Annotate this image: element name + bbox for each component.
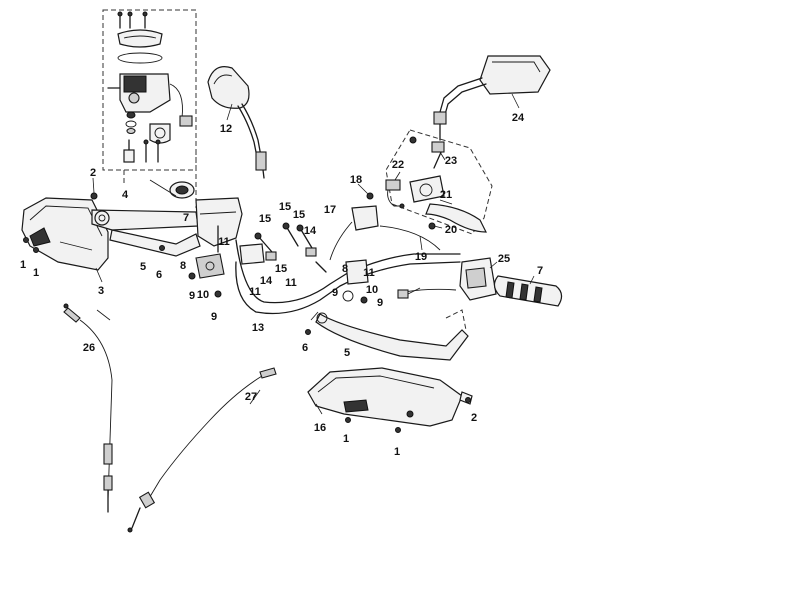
callout-23: 23 <box>445 155 457 167</box>
screws <box>23 192 471 433</box>
part-3-left-handguard <box>21 197 109 271</box>
callout-15: 15 <box>259 213 271 225</box>
callout-18: 18 <box>350 174 362 186</box>
callout-12: 12 <box>220 123 232 135</box>
callout-6: 6 <box>302 342 308 354</box>
callout-10: 10 <box>197 289 209 301</box>
callout-7: 7 <box>537 265 543 277</box>
callout-16: 16 <box>314 422 326 434</box>
callout-26: 26 <box>83 342 95 354</box>
callout-3: 3 <box>98 285 104 297</box>
callout-19: 19 <box>415 251 427 263</box>
callout-2: 2 <box>90 167 96 179</box>
callout-15: 15 <box>279 201 291 213</box>
part-16-right-handguard <box>307 367 473 427</box>
part-4-throttle-assembly-group <box>102 9 197 208</box>
callout-11: 11 <box>363 267 375 279</box>
callout-15: 15 <box>293 209 305 221</box>
mount-hardware <box>254 222 368 304</box>
part-13-handlebar <box>235 239 461 315</box>
callout-24: 24 <box>512 112 525 124</box>
callout-9: 9 <box>377 297 383 309</box>
callout-1: 1 <box>343 433 349 445</box>
callout-15: 15 <box>275 263 287 275</box>
callout-9: 9 <box>189 290 195 302</box>
callout-1: 1 <box>33 267 39 279</box>
part-17-switch <box>329 192 379 261</box>
part-26-cable <box>63 303 113 513</box>
callout-7: 7 <box>183 212 189 224</box>
part-12-left-mirror <box>207 66 267 179</box>
callout-5: 5 <box>344 347 350 359</box>
callout-1: 1 <box>394 446 400 458</box>
callout-10: 10 <box>366 284 378 296</box>
callout-22: 22 <box>392 159 404 171</box>
callout-14: 14 <box>304 225 317 237</box>
leader-lines <box>92 93 535 415</box>
left-grip-sleeve <box>149 179 195 199</box>
part-5-left-bracket <box>91 209 201 257</box>
callout-labels: 12 24 2 4 22 23 18 21 7 15 15 15 15 17 1… <box>20 112 543 458</box>
callout-17: 17 <box>324 204 336 216</box>
part-5-right-bracket <box>315 309 469 361</box>
callout-21: 21 <box>440 189 452 201</box>
callout-20: 20 <box>445 224 457 236</box>
callout-2: 2 <box>471 412 477 424</box>
part-21-clutch-lever-assembly <box>385 129 493 235</box>
callout-9: 9 <box>332 287 338 299</box>
callout-27: 27 <box>245 391 257 403</box>
callout-11: 11 <box>285 277 297 289</box>
callout-11: 11 <box>249 286 261 298</box>
callout-8: 8 <box>180 260 186 272</box>
callout-6: 6 <box>156 269 162 281</box>
part-27-cable <box>127 367 277 533</box>
callout-1: 1 <box>20 259 26 271</box>
part-24-right-mirror <box>433 55 551 141</box>
callout-25: 25 <box>498 253 510 265</box>
part-25-right-switch-housing <box>397 257 497 301</box>
callout-11: 11 <box>218 236 230 248</box>
left-handlebar-clamp <box>188 197 243 298</box>
callout-13: 13 <box>252 322 264 334</box>
callout-4: 4 <box>122 189 129 201</box>
callout-5: 5 <box>140 261 146 273</box>
callout-8: 8 <box>342 263 348 275</box>
part-7-right-grip <box>493 275 563 307</box>
callout-14: 14 <box>260 275 273 287</box>
callout-9: 9 <box>211 311 217 323</box>
